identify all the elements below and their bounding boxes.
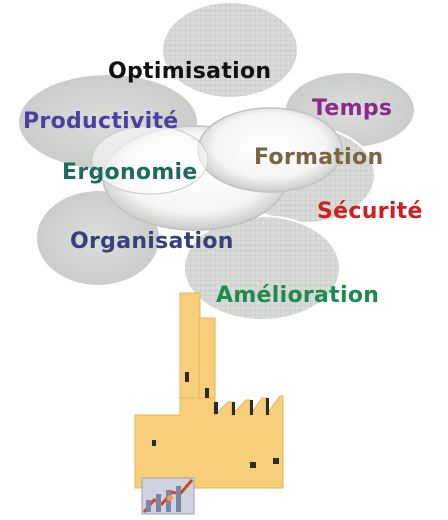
keyword-ergonomie: Ergonomie: [62, 160, 198, 185]
keyword-formation: Formation: [254, 145, 383, 170]
keyword-temps: Temps: [312, 96, 392, 121]
chimney: [179, 292, 201, 416]
cloud-bubble: [161, 1, 299, 99]
smoke-cloud: [17, 1, 416, 321]
cloud-lens: [91, 125, 209, 195]
keyword-amelioration: Amélioration: [216, 283, 379, 308]
keyword-securite: Sécurité: [317, 199, 423, 224]
factory-icon: [134, 292, 284, 489]
keyword-productivite: Productivité: [23, 109, 179, 134]
rising-chart-icon: [141, 477, 195, 515]
factory-body: [134, 395, 284, 489]
keyword-organisation: Organisation: [70, 229, 234, 254]
keywords: Optimisation Productivité Temps Formatio…: [23, 59, 423, 308]
cloud-bubble: [183, 215, 341, 321]
keyword-optimisation: Optimisation: [108, 59, 271, 84]
